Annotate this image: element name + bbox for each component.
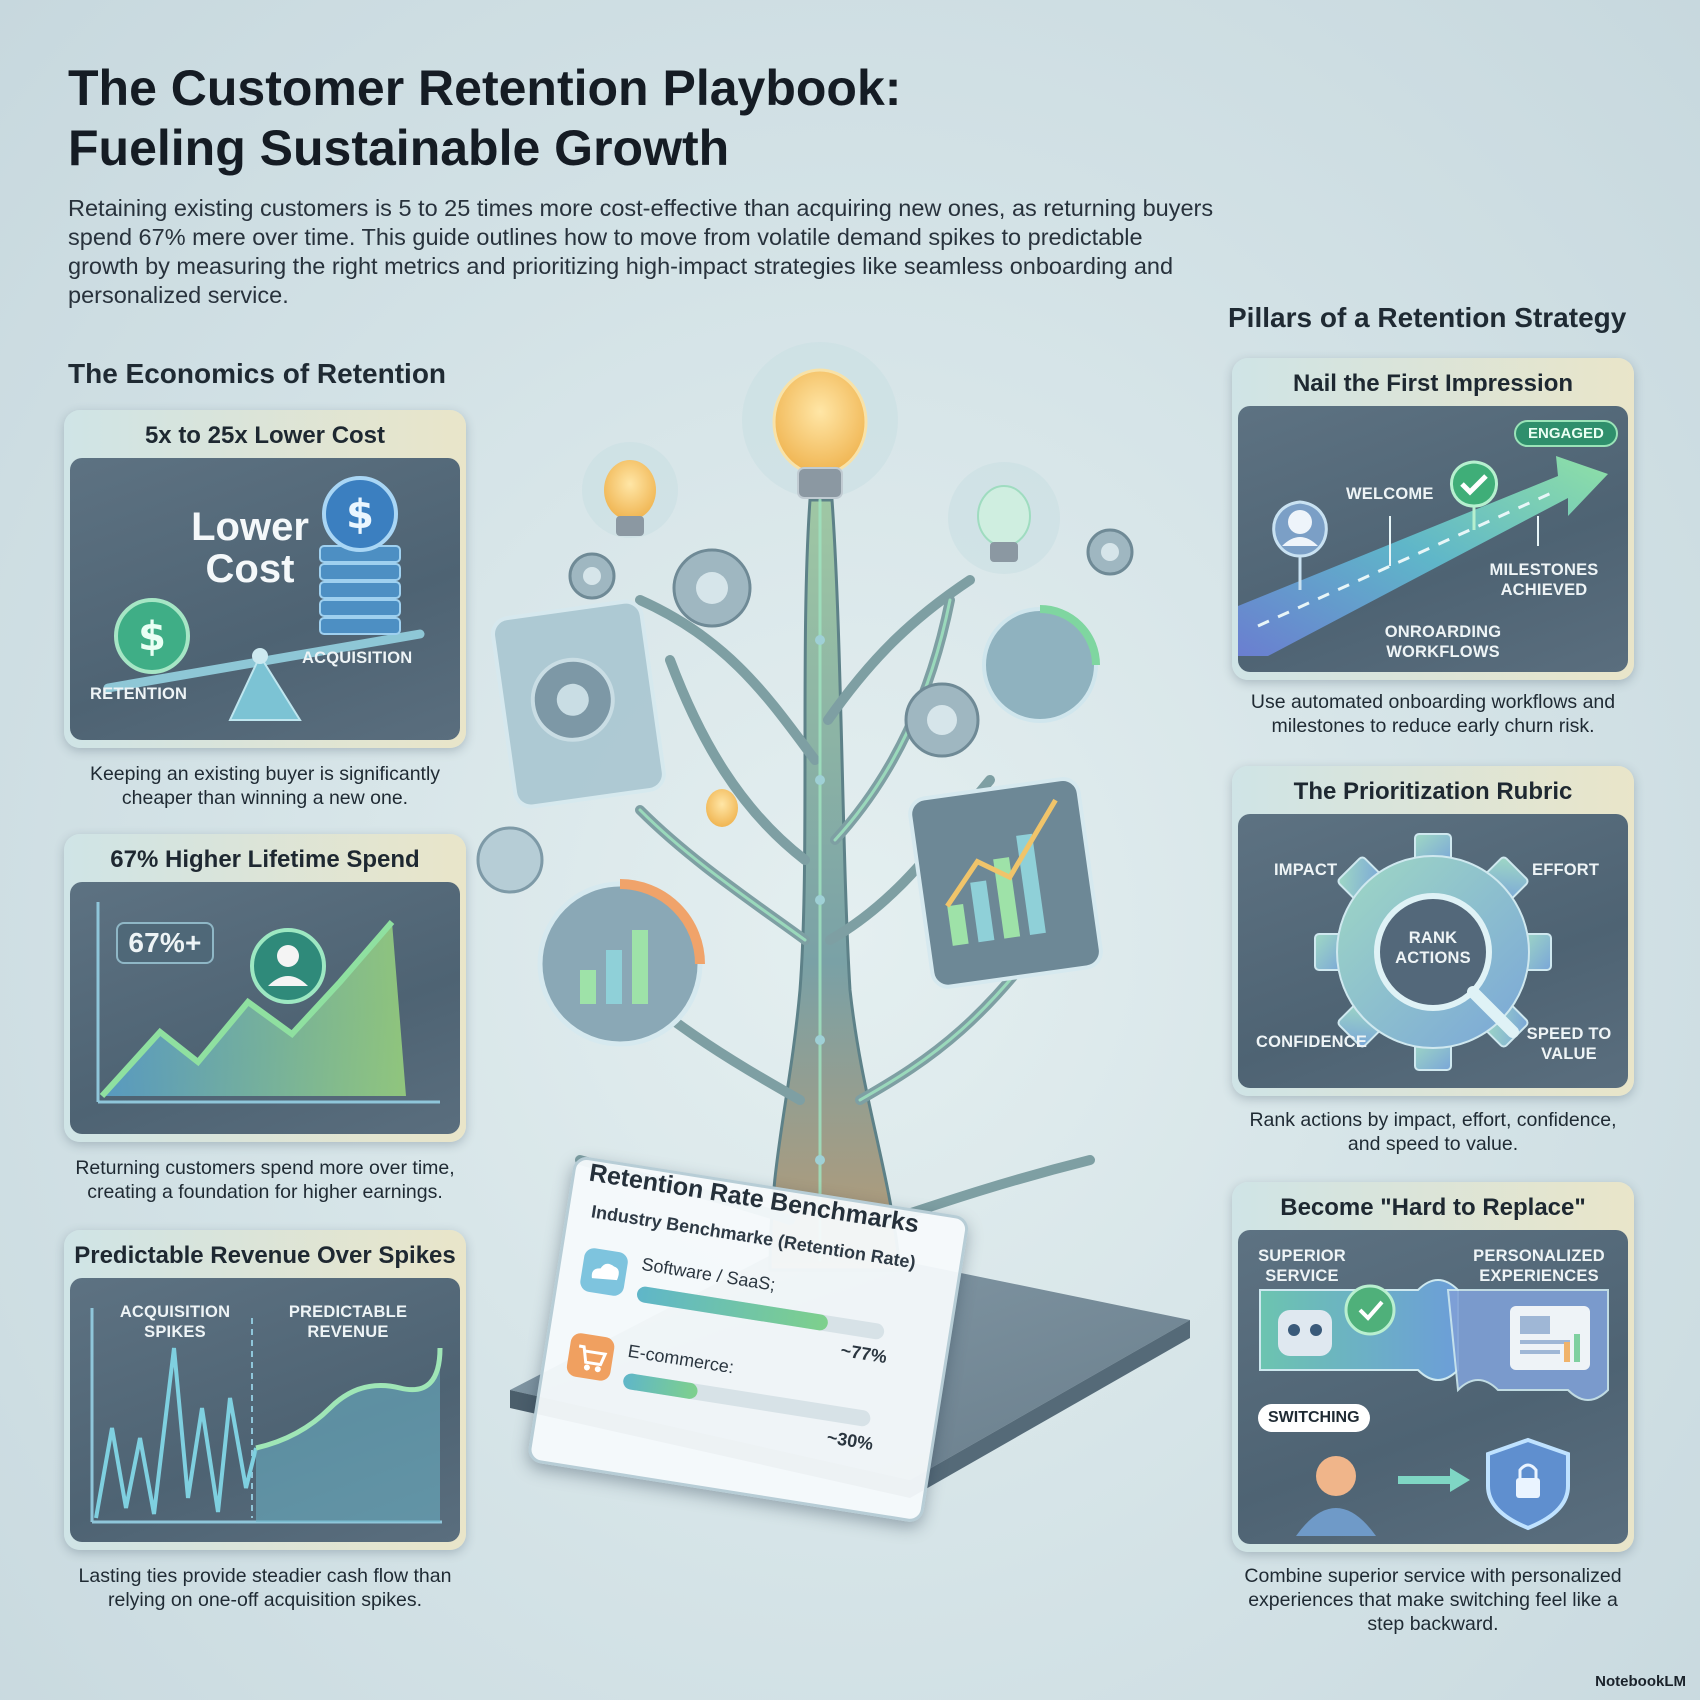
economics-heading: The Economics of Retention xyxy=(68,358,447,389)
lifetime-spend-caption: Returning customers spend more over time… xyxy=(75,1157,455,1203)
card-hard-to-replace: Become "Hard to Replace" xyxy=(1232,1182,1634,1552)
ecommerce-label: E-commerce: xyxy=(626,1340,736,1378)
personalized-experiences-label: PERSONALIZED EXPERIENCES xyxy=(1473,1247,1605,1285)
acquisition-spikes-label: ACQUISITION SPIKES xyxy=(119,1303,231,1341)
card-first-impression: Nail the First Impression ENGAGED WELCOM… xyxy=(1232,358,1634,680)
ecommerce-bar xyxy=(622,1372,699,1400)
card-title: The Prioritization Rubric xyxy=(1293,778,1573,805)
welcome-label: WELCOME xyxy=(1346,485,1434,503)
hard-to-replace-caption: Combine superior service with personaliz… xyxy=(1244,1565,1622,1635)
impact-label: IMPACT xyxy=(1274,861,1338,879)
percent-badge: 67%+ xyxy=(116,922,214,964)
milestones-label: MILESTONES ACHIEVED xyxy=(1489,561,1599,599)
first-impression-caption: Use automated onboarding workflows and m… xyxy=(1250,691,1616,737)
benchmarks-card: Retention Rate Benchmarks Industry Bench… xyxy=(526,1155,971,1524)
ecommerce-value: ~30% xyxy=(825,1427,875,1455)
saas-bar xyxy=(635,1285,829,1332)
card-lower-cost: 5x to 25x Lower Cost $ $ Lower Cost RETE… xyxy=(64,410,466,748)
seesaw-illustration: $ $ xyxy=(103,476,425,721)
predictable-revenue-panel: ACQUISITION SPIKES PREDICTABLE REVENUE xyxy=(70,1278,460,1542)
puzzle-illustration xyxy=(1259,1279,1609,1536)
growth-chart-illustration xyxy=(96,902,440,1104)
notebooklm-brand: NotebookLM xyxy=(1595,1673,1686,1690)
lower-cost-panel: $ $ Lower Cost RETENTION ACQUISITION xyxy=(70,458,460,740)
engaged-pill: ENGAGED xyxy=(1514,420,1618,447)
svg-text:$: $ xyxy=(346,492,374,538)
rubric-caption: Rank actions by impact, effort, confiden… xyxy=(1249,1109,1617,1155)
card-lifetime-spend: 67% Higher Lifetime Spend 67%+ xyxy=(64,834,466,1142)
card-title: Nail the First Impression xyxy=(1292,370,1574,397)
retention-label: RETENTION xyxy=(90,685,188,703)
card-title: 67% Higher Lifetime Spend xyxy=(110,846,420,873)
title-line-2: Fueling Sustainable Growth xyxy=(68,120,730,176)
onboarding-path-illustration xyxy=(1238,456,1608,656)
page-title: The Customer Retention Playbook: Fueling… xyxy=(68,58,1168,178)
cart-icon xyxy=(565,1331,616,1383)
lower-cost-label: Lower Cost xyxy=(191,505,309,591)
svg-text:$: $ xyxy=(138,614,166,660)
speed-to-value-label: SPEED TO VALUE xyxy=(1526,1025,1612,1063)
card-title: Become "Hard to Replace" xyxy=(1280,1194,1586,1221)
card-title: 5x to 25x Lower Cost xyxy=(144,422,386,449)
switching-bubble: SWITCHING xyxy=(1258,1404,1370,1432)
acquisition-label: ACQUISITION xyxy=(302,649,413,667)
effort-label: EFFORT xyxy=(1532,861,1600,879)
saas-value: ~77% xyxy=(839,1340,889,1368)
first-impression-panel: ENGAGED WELCOME MILESTONES ACHIEVED ONRO… xyxy=(1238,406,1628,672)
card-title: Predictable Revenue Over Spikes xyxy=(74,1242,456,1269)
cloud-icon xyxy=(578,1246,630,1298)
predictable-revenue-label: PREDICTABLE REVENUE xyxy=(288,1303,408,1341)
workflows-label: ONROARDING WORKFLOWS xyxy=(1384,623,1502,661)
rubric-panel: IMPACT EFFORT RANK ACTIONS CONFIDENCE SP… xyxy=(1238,814,1628,1088)
lifetime-spend-panel: 67%+ xyxy=(70,882,460,1134)
title-line-1: The Customer Retention Playbook: xyxy=(68,60,902,116)
spikes-vs-steady-illustration xyxy=(90,1308,443,1524)
confidence-label: CONFIDENCE xyxy=(1256,1033,1368,1051)
pillars-heading: Pillars of a Retention Strategy xyxy=(1228,302,1627,333)
intro-paragraph: Retaining existing customers is 5 to 25 … xyxy=(68,195,1214,308)
rank-actions-label: RANK ACTIONS xyxy=(1395,929,1471,967)
lower-cost-caption: Keeping an existing buyer is significant… xyxy=(89,763,441,809)
predictable-revenue-caption: Lasting ties provide steadier cash flow … xyxy=(78,1565,452,1611)
superior-service-label: SUPERIOR SERVICE xyxy=(1258,1247,1346,1285)
hard-to-replace-panel: SUPERIOR SERVICE PERSONALIZED EXPERIENCE… xyxy=(1238,1230,1628,1544)
gear-rubric-illustration xyxy=(1314,833,1552,1071)
card-prioritization-rubric: The Prioritization Rubric xyxy=(1232,766,1634,1096)
card-predictable-revenue: Predictable Revenue Over Spikes ACQUISIT… xyxy=(64,1230,466,1550)
